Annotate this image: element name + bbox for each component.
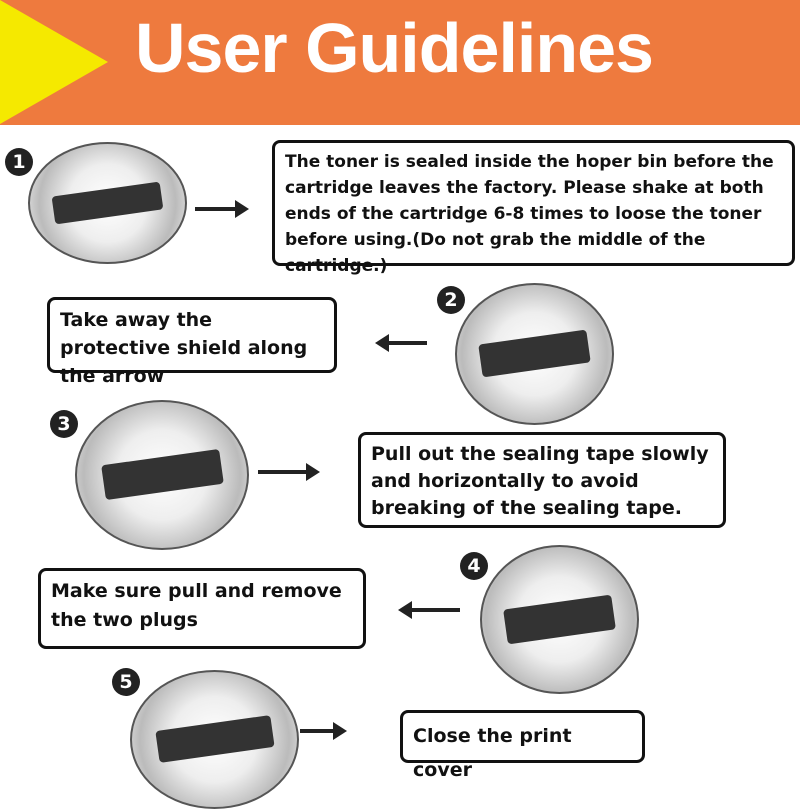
- step-5-badge: 5: [112, 668, 140, 696]
- triangle-icon: [0, 0, 108, 124]
- step-4-illustration: [480, 545, 639, 694]
- page-title: User Guidelines: [135, 9, 654, 87]
- step-2-badge: 2: [437, 286, 465, 314]
- arrow-left-icon: [375, 334, 427, 352]
- step-3-text: Pull out the sealing tape slowly and hor…: [358, 432, 726, 528]
- arrow-left-icon: [398, 601, 460, 619]
- header-banner: User Guidelines: [0, 0, 800, 125]
- step-1-illustration: [28, 142, 187, 264]
- step-2-illustration: [455, 283, 614, 425]
- step-1-badge: 1: [5, 148, 33, 176]
- step-3-illustration: [75, 400, 249, 550]
- step-5-illustration: [130, 670, 299, 809]
- step-4-badge: 4: [460, 552, 488, 580]
- step-2-text: Take away the protective shield along th…: [47, 297, 337, 387]
- step-1-text: The toner is sealed inside the hoper bin…: [272, 140, 795, 276]
- step-3-badge: 3: [50, 410, 78, 438]
- arrow-right-icon: [300, 722, 347, 740]
- arrow-right-icon: [195, 200, 249, 218]
- step-5-text: Close the print cover: [400, 710, 645, 781]
- step-4-text: Make sure pull and remove the two plugs: [38, 568, 366, 649]
- arrow-right-icon: [258, 463, 320, 481]
